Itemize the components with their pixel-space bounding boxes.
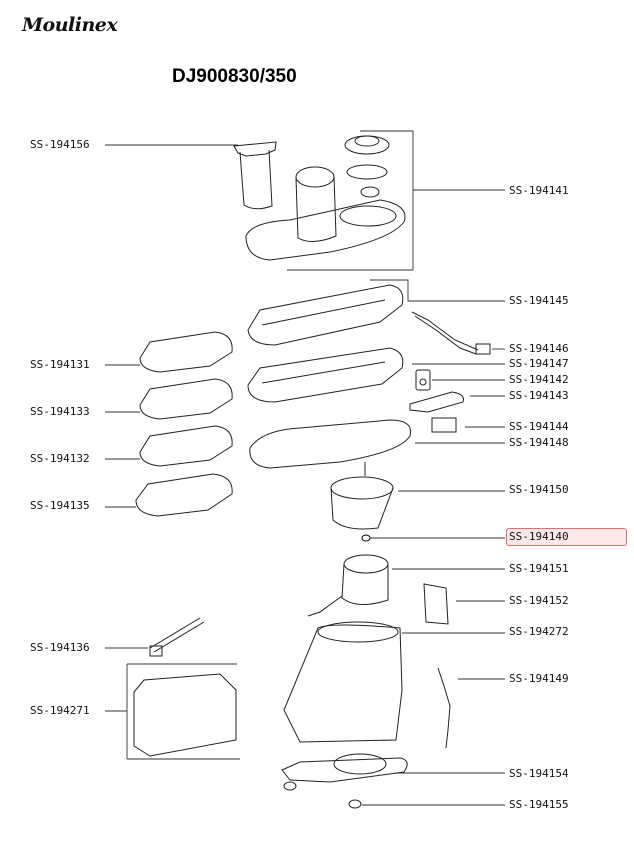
part-label-ss-194136[interactable]: SS-194136 [30,641,90,654]
part-label-ss-194151[interactable]: SS-194151 [509,562,569,575]
part-label-ss-194142[interactable]: SS-194142 [509,373,569,386]
part-label-ss-194143[interactable]: SS-194143 [509,389,569,402]
motor [307,554,389,617]
part-label-ss-194132[interactable]: SS-194132 [30,452,90,465]
small-parts [409,369,464,433]
blade-discs [135,331,233,517]
part-label-ss-194148[interactable]: SS-194148 [509,436,569,449]
part-label-ss-194144[interactable]: SS-194144 [509,420,569,433]
power-cable [437,667,451,749]
base-plate [249,419,412,476]
part-label-ss-194133[interactable]: SS-194133 [30,405,90,418]
tube-part [233,141,277,210]
part-label-ss-194152[interactable]: SS-194152 [509,594,569,607]
part-label-ss-194155[interactable]: SS-194155 [509,798,569,811]
part-label-ss-194272[interactable]: SS-194272 [509,625,569,638]
coupling-part [361,534,371,542]
part-label-ss-194154[interactable]: SS-194154 [509,767,569,780]
part-label-ss-194131[interactable]: SS-194131 [30,358,90,371]
gear-housing [330,476,394,530]
container-box [133,673,237,757]
part-label-ss-194147[interactable]: SS-194147 [509,357,569,370]
brand-logo: Moulinex [22,14,118,36]
rubber-feet [283,781,362,809]
spatula-tool [149,617,205,657]
part-label-ss-194145[interactable]: SS-194145 [509,294,569,307]
part-label-ss-194271[interactable]: SS-194271 [30,704,90,717]
part-label-ss-194146[interactable]: SS-194146 [509,342,569,355]
upper-tray [247,284,404,346]
middle-tray [247,347,404,403]
leader-lines [105,130,505,806]
part-label-ss-194140[interactable]: SS-194140 [509,530,569,543]
highlighted-part-marker [506,528,627,546]
motor-base [281,753,408,783]
model-title: DJ900830/350 [172,66,297,87]
main-body [283,621,403,743]
part-label-ss-194141[interactable]: SS-194141 [509,184,569,197]
part-label-ss-194150[interactable]: SS-194150 [509,483,569,496]
wire-harness [411,311,491,355]
lid-assembly [245,135,406,261]
part-label-ss-194135[interactable]: SS-194135 [30,499,90,512]
part-label-ss-194149[interactable]: SS-194149 [509,672,569,685]
part-label-ss-194156[interactable]: SS-194156 [30,138,90,151]
control-board [423,583,449,625]
